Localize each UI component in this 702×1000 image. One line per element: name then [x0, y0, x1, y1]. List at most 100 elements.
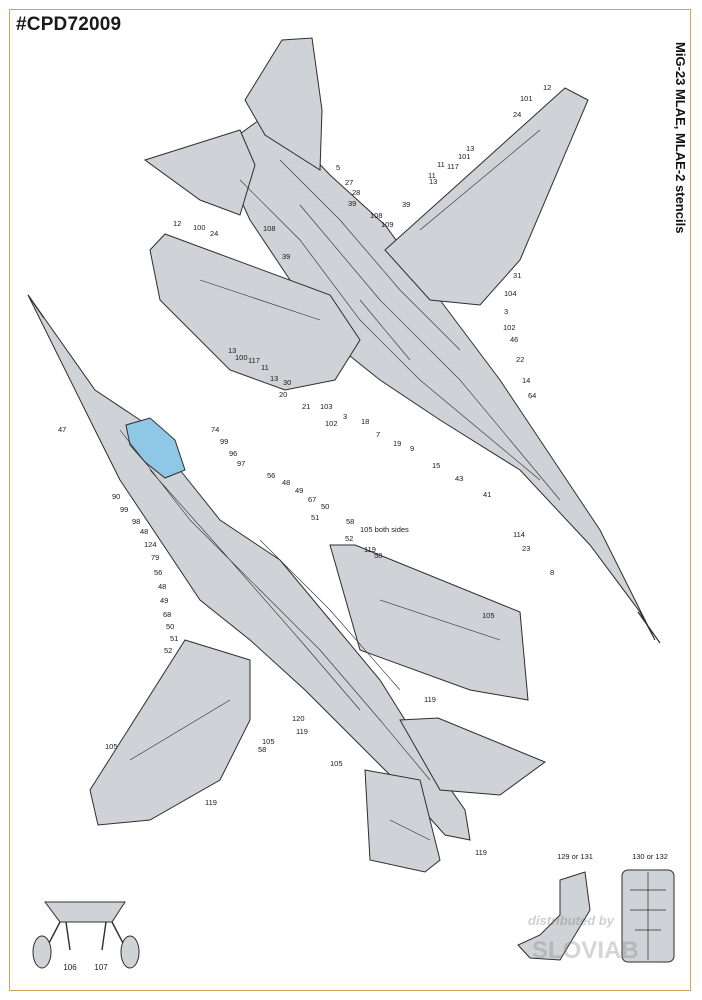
lower-callout: 119: [424, 695, 436, 704]
upper-callout: 39: [402, 200, 410, 209]
lower-callout: 67: [308, 495, 316, 504]
lower-callout: 48: [158, 582, 166, 591]
lower-callout: 105 both sides: [360, 525, 409, 534]
upper-wing-left: [149, 233, 361, 391]
lower-callout: 96: [229, 449, 237, 458]
lower-view: [27, 294, 547, 873]
lower-callout: 50: [321, 502, 329, 511]
gear-wheel-left: [32, 935, 52, 969]
lower-callout: 48: [140, 527, 148, 536]
upper-callout: 103: [320, 402, 333, 411]
lower-tailplane-right: [399, 717, 547, 796]
upper-callout: 31: [513, 271, 521, 280]
watermark-line-2: SLOVIAB: [532, 937, 639, 964]
lower-callout: 97: [237, 459, 245, 468]
upper-callout: 22: [516, 355, 524, 364]
upper-callout: 101: [458, 152, 471, 161]
lower-tailplane-left: [364, 769, 441, 873]
lower-callout: 119: [475, 848, 487, 857]
upper-callout: 108: [370, 211, 383, 220]
upper-callout: 102: [503, 323, 516, 332]
upper-callout: 8: [550, 568, 554, 577]
upper-callout: 18: [361, 417, 369, 426]
upper-callout: 15: [432, 461, 440, 470]
gear-wheel-right: [120, 935, 140, 969]
lower-canopy: [125, 417, 186, 479]
seat-right-detail: [621, 869, 675, 963]
lower-callout: 51: [170, 634, 178, 643]
lower-callout: 98: [132, 517, 140, 526]
lower-callout: 99: [120, 505, 128, 514]
seat-left-shape: [517, 871, 591, 961]
lower-callout: 51: [311, 513, 319, 522]
lower-callout: 105: [330, 759, 343, 768]
upper-panel-lines: [199, 129, 561, 501]
upper-callout: 5: [336, 163, 340, 172]
upper-callout: 41: [483, 490, 491, 499]
lower-callout: 90: [112, 492, 120, 501]
upper-callout: 13: [270, 374, 278, 383]
upper-callout: 11: [428, 171, 436, 180]
upper-callout: 30: [283, 378, 291, 387]
upper-callout: 27: [345, 178, 353, 187]
seat-right-harness: [630, 872, 666, 960]
sheet-title: MiG-23 MLAE, MLAE-2 stencils: [673, 42, 688, 234]
lower-callout: 58: [258, 745, 266, 754]
upper-callout: 7: [376, 430, 380, 439]
upper-callout: 101: [520, 94, 533, 103]
upper-callout: 13: [466, 144, 474, 153]
upper-callout: 11: [261, 363, 269, 372]
lower-callout: 58: [374, 551, 382, 560]
upper-callout: 3: [343, 412, 347, 421]
seat-left-caption: 129 or 131: [557, 852, 593, 861]
upper-callout: 102: [325, 419, 338, 428]
lower-callout: 58: [346, 517, 354, 526]
gear-detail: [32, 901, 140, 969]
upper-callout: 11: [437, 160, 445, 169]
upper-tailplane-right: [244, 37, 323, 171]
seat-right-caption: 130 or 132: [632, 852, 668, 861]
lower-callout: 47: [58, 425, 66, 434]
distributor-watermark: distributed by SLOVIAB: [528, 913, 639, 964]
upper-callout: 104: [504, 289, 517, 298]
upper-callout: 23: [522, 544, 530, 553]
product-code: #CPD72009: [16, 14, 122, 35]
lower-callout: 52: [345, 534, 353, 543]
lower-callout: 79: [151, 553, 159, 562]
lower-callout: 105: [262, 737, 275, 746]
upper-callout: 46: [510, 335, 518, 344]
lower-callout: 105: [105, 742, 118, 751]
upper-callout: 3: [504, 307, 508, 316]
lower-callout: 99: [220, 437, 228, 446]
upper-callout: 117: [447, 162, 459, 171]
seat-left-detail: [517, 871, 591, 961]
upper-callout: 24: [210, 229, 218, 238]
lower-callout: 49: [295, 486, 303, 495]
lower-callout: 119: [205, 798, 217, 807]
lower-callout: 119: [296, 727, 308, 736]
upper-callout: 24: [513, 110, 521, 119]
gear-label-right: 107: [94, 963, 108, 972]
lower-callout: 120: [292, 714, 305, 723]
lower-callout: 49: [160, 596, 168, 605]
gear-bay: [44, 901, 126, 923]
lower-callout: 124: [144, 540, 157, 549]
lower-panel-lines: [119, 429, 501, 841]
upper-callout: 39: [348, 199, 356, 208]
gear-label-left: 106: [63, 963, 77, 972]
upper-callout: 109: [381, 220, 394, 229]
lower-pitot-probe: [27, 294, 45, 319]
upper-callout: 117: [248, 356, 260, 365]
upper-wing-right: [384, 87, 589, 306]
upper-callout: 12: [173, 219, 181, 228]
upper-callout: 9: [410, 444, 414, 453]
gear-strut-right: [101, 921, 125, 951]
lower-callout: 52: [164, 646, 172, 655]
upper-callout: 19: [393, 439, 401, 448]
upper-callout: 39: [282, 252, 290, 261]
upper-callout: 21: [302, 402, 310, 411]
upper-callout: 43: [455, 474, 463, 483]
